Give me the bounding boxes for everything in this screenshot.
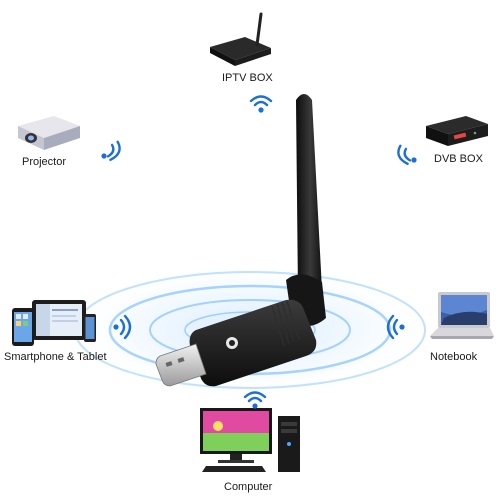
wifi-signal-icon — [101, 140, 121, 162]
wifi-signal-icon — [386, 314, 405, 340]
computer-label: Computer — [224, 481, 273, 493]
computer-device — [200, 408, 300, 472]
wifi-signal-icon — [113, 314, 132, 340]
notebook-label: Notebook — [430, 351, 478, 363]
projector-device — [18, 116, 80, 150]
iptv-box-device — [210, 12, 271, 66]
wifi-signal-icon — [249, 95, 273, 113]
iptv-box-label: IPTV BOX — [222, 72, 273, 84]
wifi-signal-icon — [243, 391, 267, 409]
wifi-signal-icon — [397, 144, 417, 166]
dvb-box-label: DVB BOX — [434, 153, 483, 165]
dvb-box-device — [426, 116, 488, 146]
smartphone-tablet-label: Smartphone & Tablet — [4, 351, 107, 363]
notebook-device — [430, 292, 494, 339]
projector-label: Projector — [22, 156, 67, 168]
smartphone-tablet-device — [12, 300, 96, 346]
